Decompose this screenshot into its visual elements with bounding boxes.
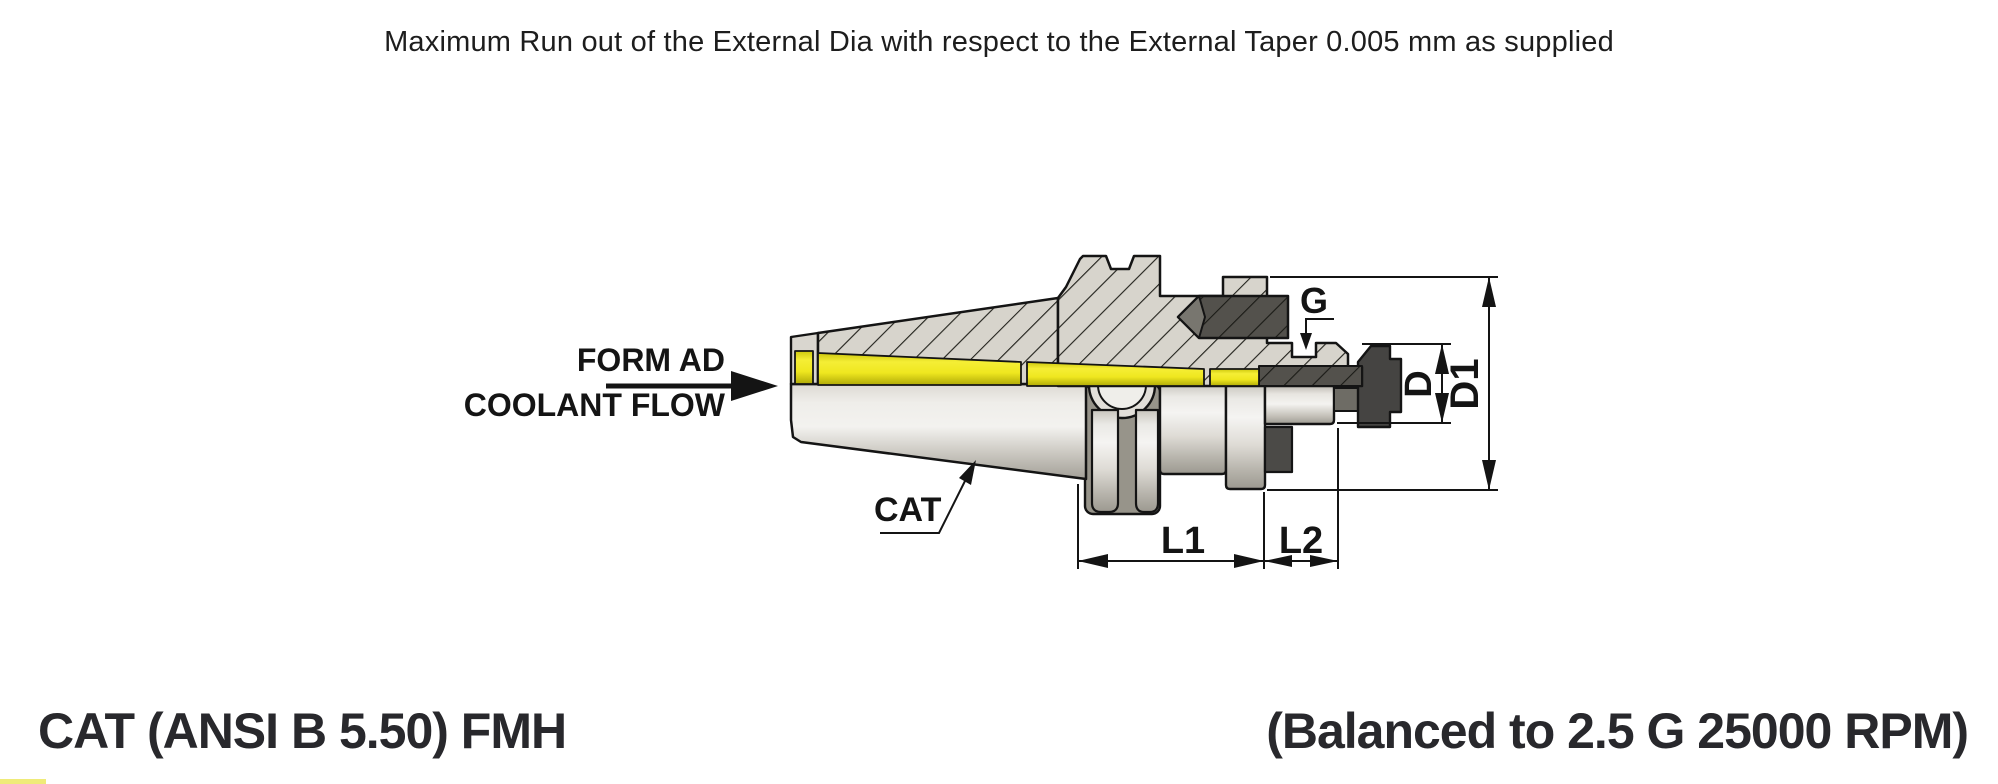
retention-nut — [1356, 344, 1403, 429]
l2-label: L2 — [1279, 520, 1323, 562]
d1-label: D1 — [1443, 358, 1487, 409]
coolant-arrow-head — [731, 371, 778, 401]
l1-arrow-left — [1078, 554, 1108, 568]
g-arrow — [1300, 333, 1312, 350]
coolant-channel — [794, 350, 1260, 387]
l1-label: L1 — [1161, 520, 1205, 562]
g-label: G — [1300, 280, 1328, 321]
exterior-lower-half — [789, 344, 1403, 516]
coolant-segment-2 — [1026, 361, 1205, 387]
cat-arrow — [959, 460, 976, 485]
arbor-bore-section — [1258, 365, 1363, 387]
d-arrow-up — [1435, 344, 1449, 374]
cat-leader — [880, 466, 973, 534]
d-arrow-down — [1435, 393, 1449, 423]
coolant-segment-1 — [817, 352, 1022, 386]
coolant-inlet — [794, 350, 814, 385]
v-flange-rib-right — [1134, 408, 1160, 514]
taper-body-exterior — [789, 382, 1088, 481]
pilot-cylinder — [1263, 382, 1336, 426]
l2-arrow-right — [1310, 555, 1338, 567]
form-ad-label: FORM AD — [577, 342, 725, 378]
v-flange-rib-left — [1090, 408, 1120, 514]
scan-artifact — [0, 779, 46, 784]
d1-arrow-up — [1482, 277, 1496, 307]
coolant-segment-3 — [1209, 368, 1260, 387]
ball-track-inner — [1097, 384, 1147, 410]
drawing-note: Maximum Run out of the External Dia with… — [384, 26, 1614, 58]
drive-key-lower — [1263, 425, 1294, 474]
front-flange — [1224, 382, 1267, 491]
cat-label: CAT — [874, 491, 942, 529]
l2-arrow-left — [1264, 555, 1292, 567]
caption-balance: (Balanced to 2.5 G 25000 RPM) — [1266, 703, 1969, 759]
spigot — [1333, 387, 1359, 412]
g-leader — [1305, 318, 1334, 336]
coolant-flow-label: COOLANT FLOW — [464, 387, 726, 423]
l1-arrow-right — [1234, 554, 1264, 568]
d-label: D — [1398, 370, 1440, 397]
annotations — [606, 276, 1498, 569]
drive-key-chamfer — [1177, 295, 1206, 339]
neck-cylinder — [1158, 382, 1228, 476]
d1-arrow-down — [1482, 460, 1496, 490]
caption-model: CAT (ANSI B 5.50) FMH — [38, 703, 567, 759]
